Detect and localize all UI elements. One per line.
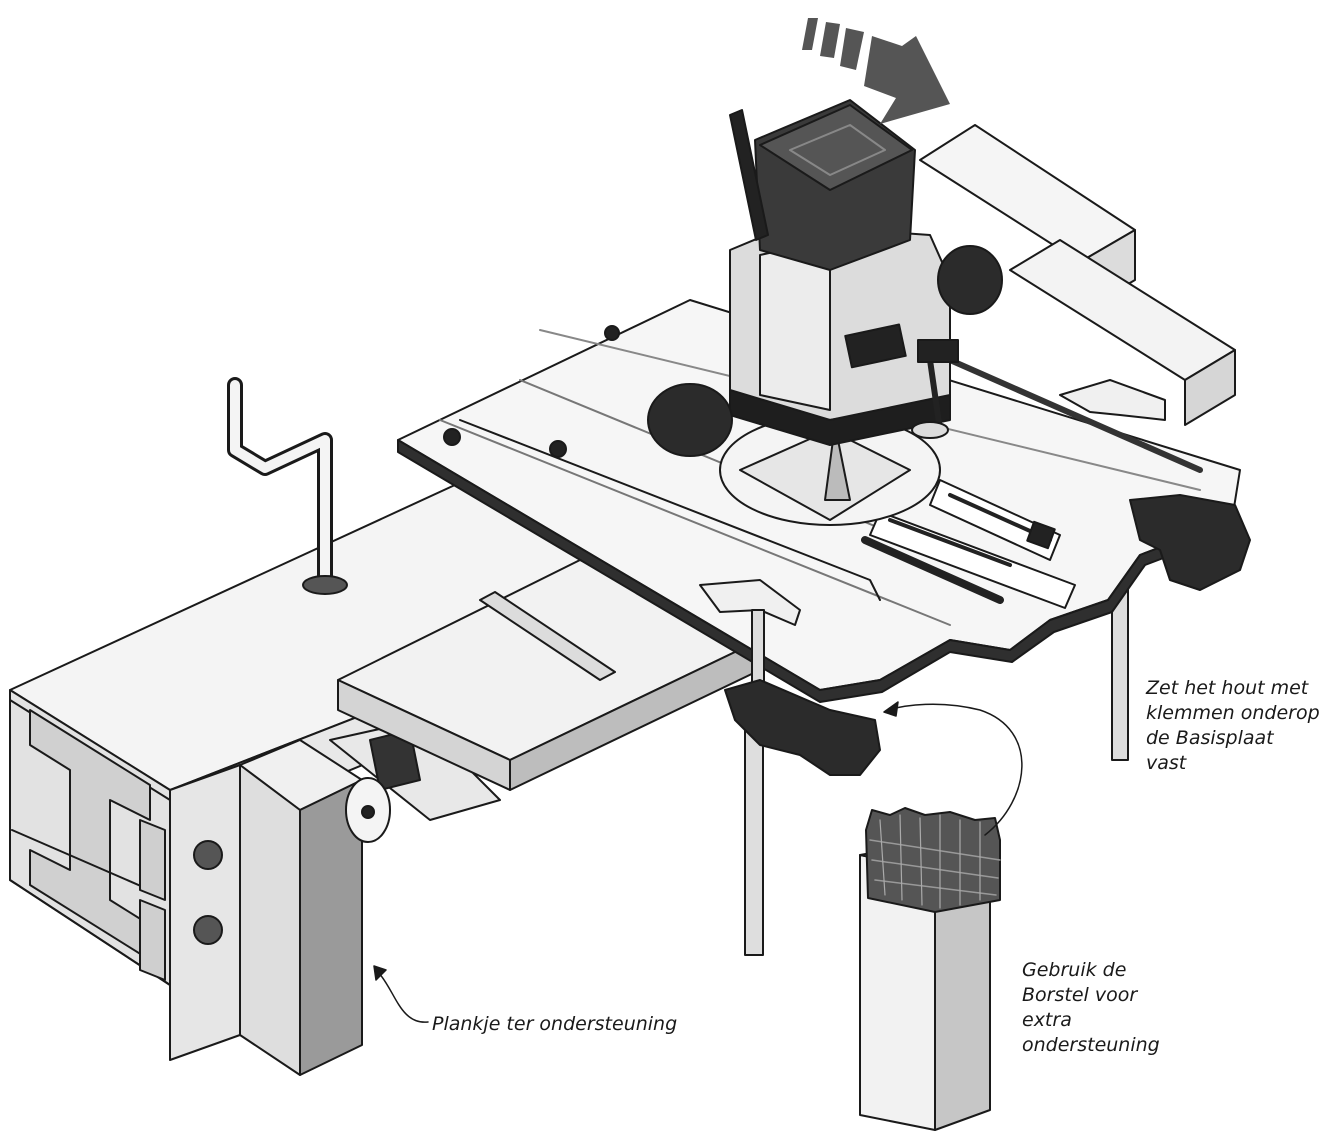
annotation-clamps-line: de Basisplaat	[1146, 727, 1274, 749]
pointer-lines	[373, 701, 1023, 1023]
sliding-plate	[337, 559, 761, 791]
annotation-support: Plankje ter ondersteuning	[432, 1012, 677, 1037]
support-plank	[139, 739, 363, 1076]
router-tool	[647, 99, 1003, 526]
clamp-icon	[699, 379, 1251, 776]
brush-support	[859, 807, 1001, 1131]
annotation-brush-line: ondersteuning	[1022, 1034, 1160, 1056]
feed-direction-arrow	[802, 18, 950, 124]
table-legs	[744, 569, 1129, 956]
workpiece-right	[919, 124, 1236, 426]
annotation-clamps-line: Zet het hout met	[1146, 677, 1309, 699]
crank-handle-icon	[227, 377, 348, 595]
annotation-clamps-line: klemmen onderop	[1146, 702, 1320, 724]
annotation-clamps-line: vast	[1146, 752, 1187, 774]
annotation-support-line: Plankje ter ondersteuning	[432, 1013, 678, 1035]
annotation-brush-line: extra	[1022, 1009, 1072, 1031]
annotation-brush-line: Gebruik de	[1022, 959, 1127, 981]
scale-rulers	[861, 479, 1076, 609]
annotation-brush-line: Borstel voor	[1022, 984, 1138, 1006]
swivel-mount	[329, 719, 501, 843]
annotation-brush: Gebruik de Borstel voor extra ondersteun…	[1022, 958, 1160, 1058]
annotation-clamps: Zet het hout met klemmen onderop de Basi…	[1146, 676, 1320, 776]
